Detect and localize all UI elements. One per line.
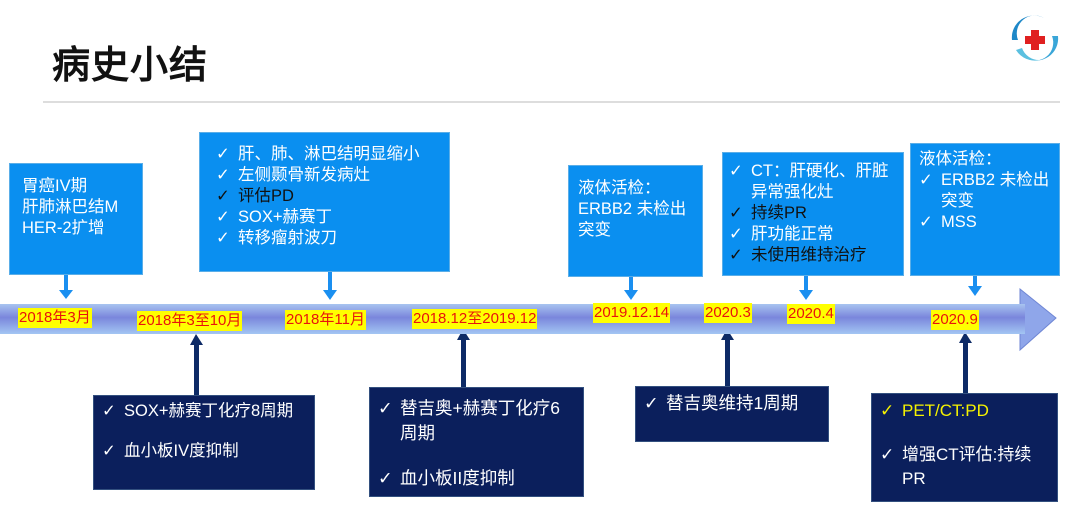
- timeline-label: 2020.9: [931, 310, 979, 330]
- arrow-up-icon: [194, 344, 199, 395]
- arrow-down-icon: [64, 275, 68, 291]
- check-icon: ✓: [729, 162, 743, 180]
- box-item: 血小板IV度抑制: [124, 442, 239, 460]
- box-item: SOX+赫赛丁: [238, 208, 332, 226]
- timeline-label: 2019.12.14: [593, 303, 671, 323]
- box-heading: 液体活检：: [919, 150, 1002, 168]
- box-line: 肝肺淋巴结M: [22, 198, 119, 216]
- arrow-down-icon: [804, 276, 808, 290]
- check-icon: ✓: [919, 171, 933, 189]
- check-icon: ✓: [919, 213, 933, 231]
- check-icon: ✓: [216, 229, 230, 247]
- check-icon: ✓: [216, 208, 230, 226]
- check-icon: ✓: [102, 442, 116, 460]
- event-box-diagnosis: 胃癌IV期 肝肺淋巴结M HER-2扩增: [9, 163, 143, 275]
- timeline-label: 2018年3至10月: [137, 311, 243, 331]
- box-line: 胃癌IV期: [22, 177, 88, 195]
- page-title: 病史小结: [52, 45, 209, 87]
- arrow-down-icon: [629, 277, 633, 290]
- timeline-label: 2018年11月: [285, 310, 366, 330]
- box-item: 持续PR: [751, 204, 807, 222]
- arrow-up-icon: [963, 342, 968, 393]
- title-divider: [43, 101, 1060, 103]
- check-icon: ✓: [729, 204, 743, 222]
- event-box-2018-11: ✓ 肝、肺、淋巴结明显缩小 ✓ 左侧颞骨新发病灶 ✓ 评估PD ✓ SOX+赫赛丁 ✓ 转…: [199, 132, 450, 272]
- box-line: 突变: [578, 221, 611, 239]
- check-icon: ✓: [378, 398, 393, 418]
- arrow-down-icon: [328, 272, 332, 290]
- arrow-up-icon: [725, 339, 730, 386]
- timeline-label: 2018.12至2019.12: [412, 309, 538, 329]
- timeline-label: 2020.3: [704, 303, 752, 323]
- box-line: ERBB2 未检出: [578, 200, 687, 218]
- check-icon: ✓: [216, 187, 230, 205]
- box-item: ERBB2 未检出突变: [941, 171, 1050, 210]
- box-item: 增强CT评估:持续PR: [902, 445, 1032, 488]
- box-item: PET/CT:PD: [902, 401, 989, 420]
- treatment-box-2: ✓ 替吉奥+赫赛丁化疗6周期 ✓ 血小板II度抑制: [369, 387, 584, 497]
- event-box-2019-12-14: 液体活检： ERBB2 未检出 突变: [568, 165, 703, 277]
- treatment-box-4: ✓ PET/CT:PD ✓ 增强CT评估:持续PR: [871, 393, 1058, 502]
- event-box-2020-4: ✓ CT：肝硬化、肝脏异常强化灶 ✓ 持续PR ✓ 肝功能正常 ✓ 未使用维持治疗: [722, 152, 904, 276]
- box-item: 替吉奥维持1周期: [666, 393, 799, 413]
- treatment-box-1: ✓ SOX+赫赛丁化疗8周期 ✓ 血小板IV度抑制: [93, 395, 315, 490]
- box-item: 肝、肺、淋巴结明显缩小: [238, 145, 420, 163]
- box-item: CT：肝硬化、肝脏异常强化灶: [751, 162, 889, 201]
- box-line: HER-2扩增: [22, 219, 105, 237]
- check-icon: ✓: [729, 246, 743, 264]
- box-item: 替吉奥+赫赛丁化疗6周期: [400, 398, 560, 443]
- treatment-box-3: ✓ 替吉奥维持1周期: [635, 386, 829, 442]
- check-icon: ✓: [729, 225, 743, 243]
- check-icon: ✓: [102, 402, 116, 420]
- check-icon: ✓: [880, 445, 895, 464]
- timeline-label: 2020.4: [787, 304, 835, 324]
- box-item: 评估PD: [238, 187, 294, 205]
- arrow-up-icon: [461, 339, 466, 387]
- box-item: 转移瘤射波刀: [238, 229, 337, 247]
- arrow-down-icon: [973, 276, 977, 286]
- check-icon: ✓: [880, 401, 895, 420]
- check-icon: ✓: [644, 393, 659, 413]
- box-item: MSS: [941, 213, 977, 231]
- event-box-2020-9: 液体活检： ✓ ERBB2 未检出突变 ✓ MSS: [910, 143, 1060, 276]
- box-item: SOX+赫赛丁化疗8周期: [124, 402, 294, 420]
- hospital-logo-icon: [1011, 15, 1059, 61]
- check-icon: ✓: [216, 145, 230, 163]
- box-item: 血小板II度抑制: [400, 468, 515, 488]
- timeline-label: 2018年3月: [18, 308, 92, 328]
- check-icon: ✓: [378, 468, 393, 488]
- box-line: 液体活检：: [578, 179, 661, 197]
- box-item: 未使用维持治疗: [751, 246, 867, 264]
- box-item: 肝功能正常: [751, 225, 834, 243]
- check-icon: ✓: [216, 166, 230, 184]
- box-item: 左侧颞骨新发病灶: [238, 166, 370, 184]
